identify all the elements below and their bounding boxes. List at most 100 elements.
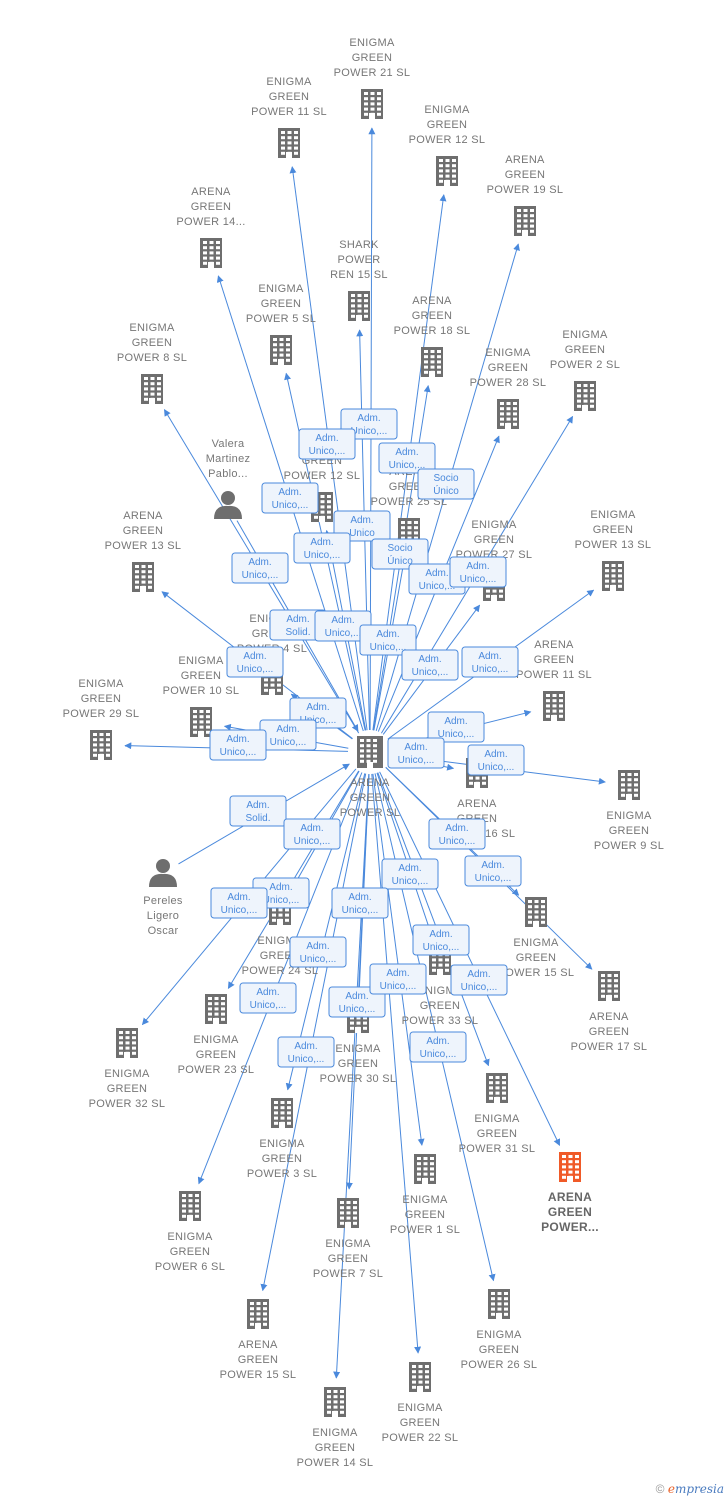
node-label-line: ARENA bbox=[238, 1339, 278, 1351]
node-label-line: POWER 24 SL bbox=[242, 965, 319, 977]
node-label-line: ENIGMA bbox=[312, 1427, 358, 1439]
edge-role-label[interactable]: Adm.Unico,... bbox=[461, 646, 519, 678]
edge-role-label[interactable]: Adm.Unico,... bbox=[226, 646, 284, 678]
node-label-line: POWER 1 SL bbox=[390, 1224, 460, 1236]
node-label-line: Martinez bbox=[206, 453, 251, 465]
building-icon bbox=[132, 562, 154, 592]
building-icon bbox=[247, 1299, 269, 1329]
edge-role-label[interactable]: Adm.Solid. bbox=[229, 795, 287, 827]
node-label-line: ENIGMA bbox=[485, 347, 531, 359]
edge-role-label[interactable]: Adm.Unico,... bbox=[381, 858, 439, 890]
edge-role-label[interactable]: Adm.Unico,... bbox=[412, 924, 470, 956]
building-icon bbox=[141, 374, 163, 404]
edge-role-label[interactable]: Adm.Unico,... bbox=[450, 964, 508, 996]
edge-role-label[interactable]: Adm.Unico,... bbox=[239, 982, 297, 1014]
edge-role-label[interactable]: Adm.Unico,... bbox=[428, 818, 486, 850]
edge-role-text: Unico,... bbox=[412, 667, 449, 678]
edge-role-text: Adm. bbox=[426, 1036, 449, 1047]
edge-role-label[interactable]: Adm.Unico,... bbox=[401, 649, 459, 681]
edge-role-label[interactable]: Adm.Unico,... bbox=[210, 887, 268, 919]
edge-role-text: Unico,... bbox=[398, 755, 435, 766]
building-icon bbox=[436, 156, 458, 186]
edge-role-label[interactable]: Adm.Unico,... bbox=[293, 532, 351, 564]
edge-role-text: Adm. bbox=[243, 651, 266, 662]
edge-center-n38 bbox=[374, 773, 496, 1282]
empresia-logo[interactable]: empresia bbox=[667, 1482, 724, 1496]
node-label-line: POWER 23 SL bbox=[178, 1064, 255, 1076]
edge-role-text: Adm. bbox=[246, 800, 269, 811]
edge-role-label[interactable]: Adm.Unico,... bbox=[467, 744, 525, 776]
building-icon bbox=[602, 561, 624, 591]
edge-role-text: Unico,... bbox=[475, 873, 512, 884]
edge-role-label[interactable]: Adm.Unico,... bbox=[378, 442, 436, 474]
edge-role-label[interactable]: Adm.Unico,... bbox=[449, 556, 507, 588]
edge-role-label[interactable]: Adm.Unico,... bbox=[277, 1036, 335, 1068]
company-node-n35[interactable]: ENIGMA GREEN POWER 1 SL bbox=[390, 1154, 460, 1236]
node-label-line: GREEN bbox=[505, 169, 546, 181]
person-icon bbox=[214, 491, 242, 519]
node-label-line: ENIGMA bbox=[266, 76, 312, 88]
node-label-line: GREEN bbox=[405, 1209, 446, 1221]
company-node-n34[interactable]: ARENAGREENPOWER... bbox=[541, 1152, 599, 1234]
edge-role-label[interactable]: Adm.Unico,... bbox=[409, 1031, 467, 1063]
edge-role-label[interactable]: Adm.Unico,... bbox=[209, 729, 267, 761]
edge-role-label[interactable]: Adm.Unico,... bbox=[427, 711, 485, 743]
person-node-n12[interactable]: ValeraMartinezPablo... bbox=[206, 438, 251, 519]
edge-role-label[interactable]: Adm.Unico,... bbox=[289, 936, 347, 968]
edge-role-label[interactable]: Adm.Unico,... bbox=[231, 552, 289, 584]
edge-role-label[interactable]: Adm.Unico,... bbox=[283, 818, 341, 850]
node-label-line: GREEN bbox=[350, 792, 391, 804]
node-label-line: GREEN bbox=[488, 362, 529, 374]
edge-role-label[interactable]: Adm.Unico,... bbox=[298, 428, 356, 460]
edge-role-label[interactable]: Adm.Unico,... bbox=[359, 624, 417, 656]
edge-role-label[interactable]: Adm.Unico,... bbox=[387, 737, 445, 769]
edge-role-text: Adm. bbox=[425, 568, 448, 579]
edge-role-label[interactable]: Adm.Unico,... bbox=[261, 482, 319, 514]
edge-role-text: Adm. bbox=[481, 860, 504, 871]
node-label-line: ENIGMA bbox=[402, 1194, 448, 1206]
edge-role-text: Adm. bbox=[345, 991, 368, 1002]
edge-role-label[interactable]: Adm.Unico,... bbox=[369, 963, 427, 995]
edge-role-label[interactable]: Adm.Unico,... bbox=[328, 986, 386, 1018]
edge-role-text: Unico,... bbox=[272, 500, 309, 511]
building-icon bbox=[337, 1198, 359, 1228]
edge-role-label[interactable]: Adm.Unico,... bbox=[331, 887, 389, 919]
edge-role-text: Socio bbox=[387, 543, 412, 554]
edge-role-label[interactable]: Adm.Unico,... bbox=[259, 719, 317, 751]
edge-role-text: Adm. bbox=[300, 823, 323, 834]
edge-role-label[interactable]: Adm. Unico,... bbox=[464, 855, 522, 887]
